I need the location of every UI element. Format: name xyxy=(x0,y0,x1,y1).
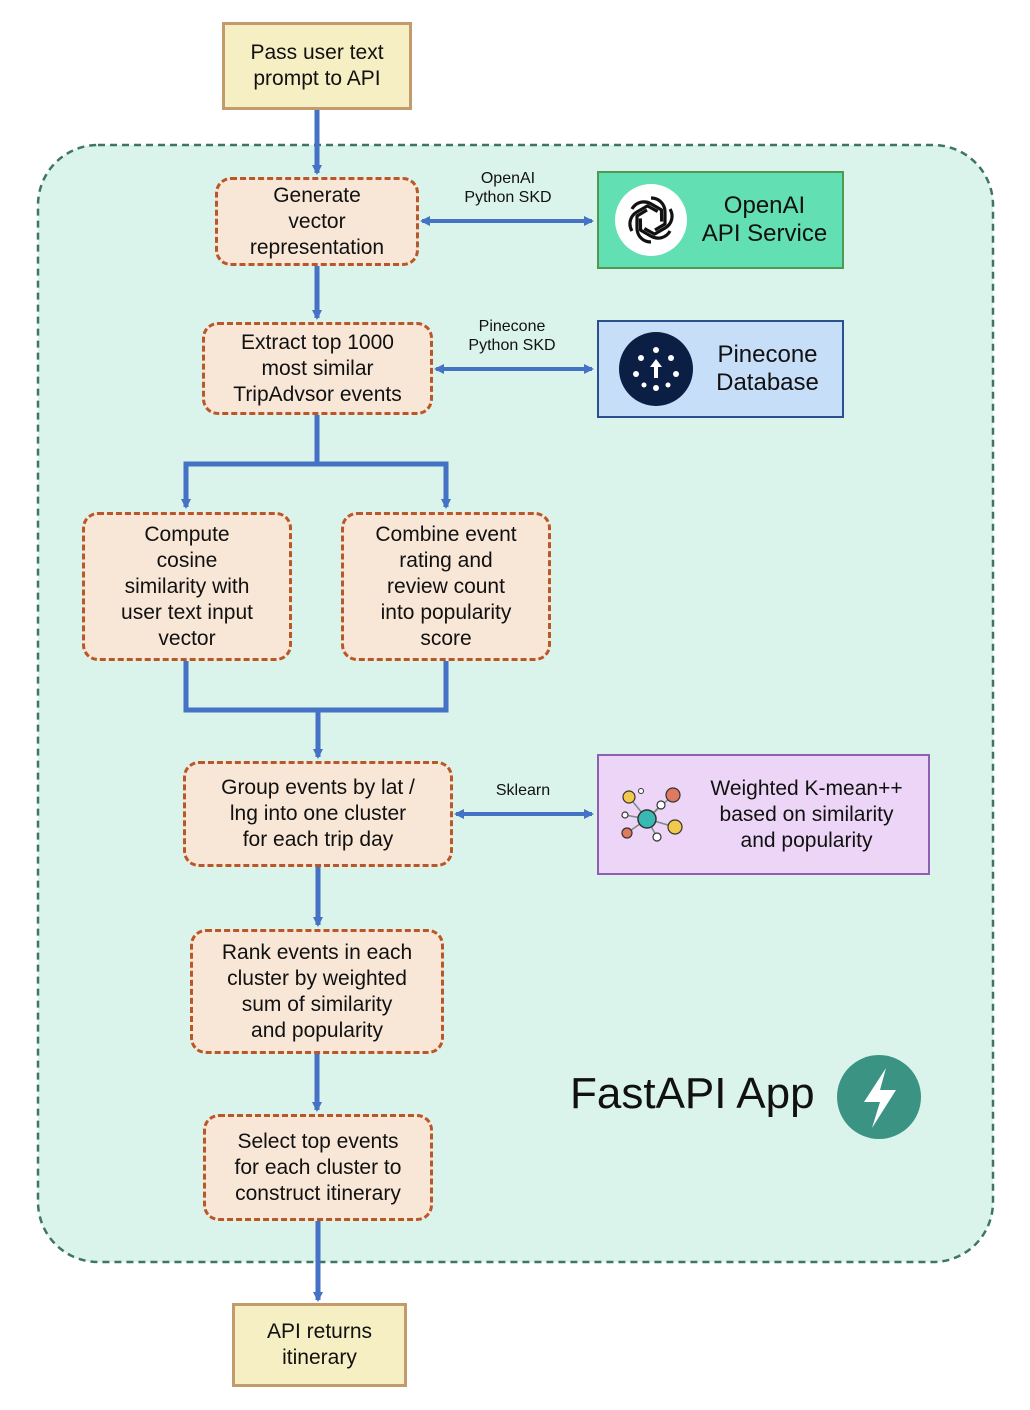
arrow-extract-split xyxy=(181,414,320,509)
node-rank-events: Rank events in each cluster by weighted … xyxy=(190,929,444,1054)
openai-logo-icon xyxy=(615,184,687,256)
node-select-label: Select top events for each cluster to co… xyxy=(234,1129,402,1205)
node-output: API returns itinerary xyxy=(232,1303,407,1387)
node-popularity-label: Combine event rating and review count in… xyxy=(375,522,517,650)
cluster-graph-icon xyxy=(619,785,685,845)
node-rank-label: Rank events in each cluster by weighted … xyxy=(221,940,413,1042)
node-select-top: Select top events for each cluster to co… xyxy=(203,1114,433,1221)
flow-arrows xyxy=(181,110,451,1302)
node-input-label: Pass user text prompt to API xyxy=(250,41,384,90)
service-kmeans: Weighted K-mean++ based on similarity an… xyxy=(597,754,930,875)
node-generate-vector: Generate vector representation xyxy=(215,177,419,266)
service-pinecone-label: Pinecone Database xyxy=(716,341,819,396)
service-pinecone: Pinecone Database xyxy=(597,320,844,418)
service-arrows xyxy=(420,216,594,819)
service-openai-label: OpenAI API Service xyxy=(701,192,828,247)
node-extract-top: Extract top 1000 most similar TripAdvsor… xyxy=(202,322,433,415)
arrow-cosine-merge xyxy=(183,660,323,759)
fastapi-app-label: FastAPI App xyxy=(570,1069,815,1118)
node-popularity-score: Combine event rating and review count in… xyxy=(341,512,551,661)
pinecone-logo-icon xyxy=(619,332,693,406)
node-generate-label: Generate vector representation xyxy=(249,183,385,259)
service-kmeans-label: Weighted K-mean++ based on similarity an… xyxy=(710,776,903,852)
node-input: Pass user text prompt to API xyxy=(222,22,412,110)
edge-label-sklearn: Sklearn xyxy=(495,782,551,799)
edge-label-openai: OpenAI Python SKD xyxy=(464,170,552,206)
service-openai: OpenAI API Service xyxy=(597,171,844,269)
node-cosine-similarity: Compute cosine similarity with user text… xyxy=(82,512,292,661)
arrow-popularity-merge xyxy=(318,660,449,713)
fastapi-lightning-icon xyxy=(837,1055,921,1139)
arrow-extract-split-right xyxy=(317,461,451,509)
edge-label-pinecone: Pinecone Python SKD xyxy=(468,318,556,354)
node-cosine-label: Compute cosine similarity with user text… xyxy=(121,522,253,650)
node-group-events: Group events by lat / lng into one clust… xyxy=(183,761,453,867)
node-extract-label: Extract top 1000 most similar TripAdvsor… xyxy=(233,330,402,406)
node-group-label: Group events by lat / lng into one clust… xyxy=(221,776,415,851)
node-output-label: API returns itinerary xyxy=(266,1320,373,1369)
